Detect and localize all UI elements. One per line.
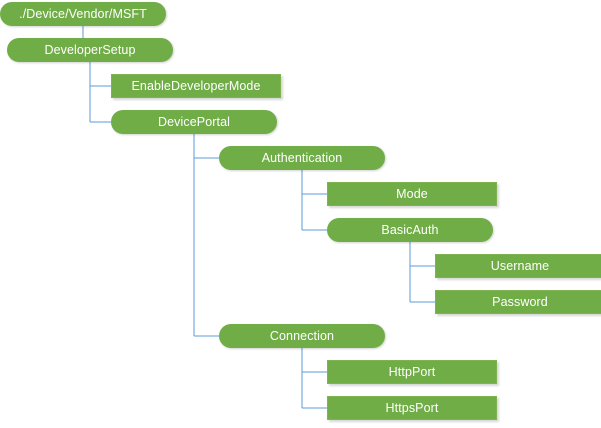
tree-node-deviceportal[interactable]: DevicePortal bbox=[111, 110, 277, 134]
connector-deviceportal-connection bbox=[193, 134, 219, 337]
connector-basicauth-username bbox=[409, 242, 435, 267]
tree-node-label: DeveloperSetup bbox=[44, 42, 136, 57]
tree-node-label: ./Device/Vendor/MSFT bbox=[19, 6, 147, 21]
tree-node-label: Mode bbox=[396, 186, 428, 201]
tree-node-label: Authentication bbox=[261, 150, 343, 165]
tree-node-developersetup[interactable]: DeveloperSetup bbox=[7, 38, 173, 62]
tree-node-label: EnableDeveloperMode bbox=[131, 78, 261, 93]
tree-node-label: DevicePortal bbox=[157, 114, 231, 129]
connector-connection-httpport bbox=[301, 348, 327, 373]
connector-developersetup-enabledevelopermode bbox=[89, 62, 111, 87]
connector-basicauth-password bbox=[409, 242, 435, 303]
tree-node-label: Connection bbox=[269, 328, 335, 343]
tree-node-httpsport[interactable]: HttpsPort bbox=[327, 396, 497, 420]
tree-node-label: HttpPort bbox=[388, 364, 436, 379]
connector-connection-httpsport bbox=[301, 348, 327, 409]
tree-node-httpport[interactable]: HttpPort bbox=[327, 360, 497, 384]
connector-authentication-basicauth bbox=[301, 170, 327, 231]
connector-authentication-mode bbox=[301, 170, 327, 195]
tree-node-root[interactable]: ./Device/Vendor/MSFT bbox=[0, 2, 166, 26]
tree-node-mode[interactable]: Mode bbox=[327, 182, 497, 206]
tree-node-label: BasicAuth bbox=[381, 222, 439, 237]
tree-node-username[interactable]: Username bbox=[435, 254, 601, 278]
connector-deviceportal-authentication bbox=[193, 134, 219, 159]
tree-node-basicauth[interactable]: BasicAuth bbox=[327, 218, 493, 242]
tree-node-label: HttpsPort bbox=[385, 400, 439, 415]
tree-node-enabledevelopermode[interactable]: EnableDeveloperMode bbox=[111, 74, 281, 98]
tree-node-label: Password bbox=[492, 294, 548, 309]
tree-node-connection[interactable]: Connection bbox=[219, 324, 385, 348]
tree-node-label: Username bbox=[490, 258, 550, 273]
tree-node-authentication[interactable]: Authentication bbox=[219, 146, 385, 170]
connector-developersetup-deviceportal bbox=[89, 62, 111, 123]
tree-node-password[interactable]: Password bbox=[435, 290, 601, 314]
